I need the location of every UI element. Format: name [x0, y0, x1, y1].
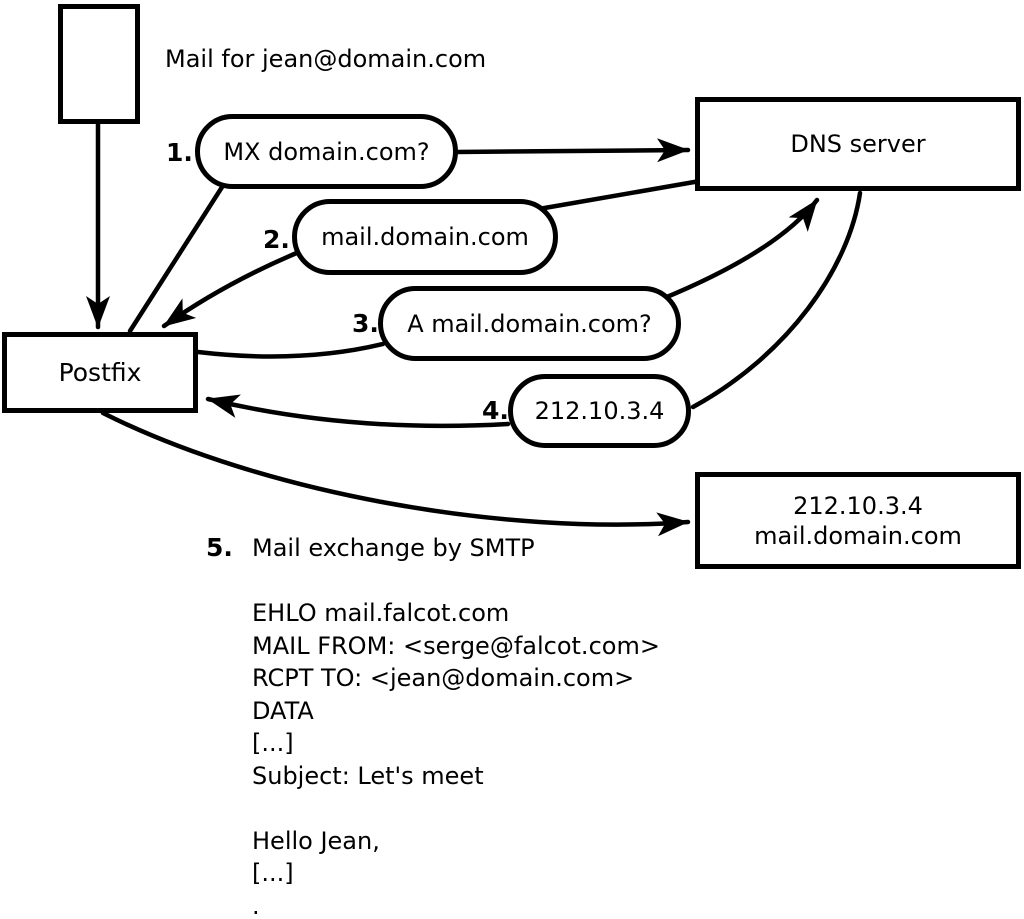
dns-server-label: DNS server: [790, 130, 926, 158]
answer-ip-label: 212.10.3.4: [534, 397, 665, 425]
step-number-5: 5.: [206, 533, 233, 562]
query-mx-pill: MX domain.com?: [195, 114, 458, 189]
step-number-4: 4.: [482, 396, 509, 425]
smtp-line-ellipsis-1: [...]: [252, 729, 294, 757]
postfix-node: Postfix: [2, 332, 198, 413]
smtp-line-subject: Subject: Let's meet: [252, 761, 484, 790]
mail-server-ip: 212.10.3.4: [793, 491, 923, 520]
line-dns-to-pill4: [690, 190, 863, 410]
query-mx-label: MX domain.com?: [223, 137, 430, 166]
query-a-record-label: A mail.domain.com?: [407, 309, 652, 338]
dns-server-node: DNS server: [695, 97, 1021, 191]
smtp-line-ellipsis-2: [...]: [252, 859, 294, 887]
smtp-exchange-caption: Mail exchange by SMTP: [252, 534, 535, 562]
mail-server-hostname: mail.domain.com: [754, 521, 962, 550]
answer-ip-pill: 212.10.3.4: [508, 374, 691, 448]
query-a-record-pill: A mail.domain.com?: [378, 286, 681, 361]
arrow-pill2-to-postfix: [161, 249, 302, 329]
mail-server-node: 212.10.3.4 mail.domain.com: [695, 472, 1021, 569]
smtp-line-end-dot: .: [252, 891, 260, 919]
answer-mx-pill: mail.domain.com: [292, 199, 558, 275]
smtp-line-hello: Hello Jean,: [252, 826, 380, 855]
arrow-pill4-to-postfix: [205, 394, 511, 429]
answer-mx-label: mail.domain.com: [321, 223, 529, 251]
smtp-line-ehlo: EHLO mail.falcot.com: [252, 599, 510, 627]
smtp-line-mail-from: MAIL FROM: <serge@falcot.com>: [252, 631, 660, 660]
step-number-3: 3.: [352, 309, 379, 338]
mail-server-label: 212.10.3.4 mail.domain.com: [754, 491, 962, 551]
step-number-1: 1.: [166, 138, 193, 167]
arrow-pill3-to-dns: [659, 197, 820, 302]
smtp-line-blank: [252, 792, 660, 825]
step-number-2: 2.: [263, 225, 290, 254]
smtp-line-rcpt-to: RCPT TO: <jean@domain.com>: [252, 664, 635, 692]
smtp-session-transcript: EHLO mail.falcot.com MAIL FROM: <serge@f…: [252, 597, 660, 919]
postfix-label: Postfix: [58, 357, 142, 387]
line-postfix-to-pill1: [127, 181, 227, 334]
smtp-line-data: DATA: [252, 696, 314, 725]
arrow-pill1-to-dns: [453, 138, 691, 163]
line-postfix-to-pill3: [195, 341, 386, 359]
mail-for-caption: Mail for jean@domain.com: [165, 45, 487, 73]
mail-envelope-shape: [58, 4, 140, 124]
arrow-postfix-to-mailserver: [100, 410, 691, 537]
line-dns-to-pill2: [530, 178, 703, 213]
